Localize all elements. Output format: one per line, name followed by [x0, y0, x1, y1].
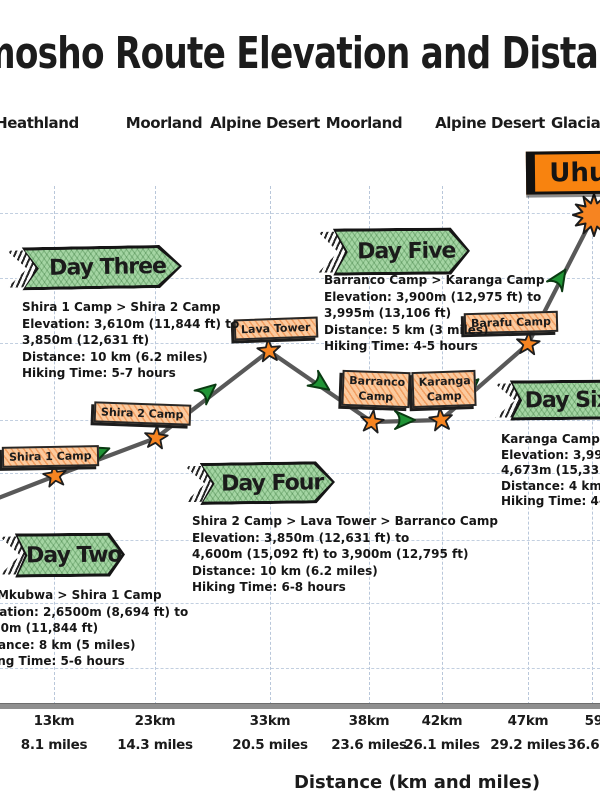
zone-label-glacial: Glacial [550, 114, 600, 132]
info-line: Barranco Camp > Karanga Camp [324, 273, 545, 287]
x-tick-33km: 33km 20.5 miles [232, 713, 308, 753]
info-line: Hiking Time: 4-5 hours [501, 494, 600, 508]
x-axis-title: Distance (km and miles) [293, 772, 541, 793]
tick-km: 33km [249, 713, 291, 729]
day-banner-two: Day Two [15, 533, 125, 578]
gridline-horizontal [0, 668, 600, 669]
info-line: Elevation: 2,6500m (8,694 ft) to [0, 604, 189, 619]
tick-miles: 23.6 miles [331, 737, 407, 753]
info-line: Elevation: 3,610m (11,844 ft) to [22, 316, 240, 331]
x-tick-59km: 59km 36.6 miles [567, 713, 600, 753]
page-title: Lemosho Route Elevation and Distance [0, 28, 600, 79]
tick-km: 59km [584, 713, 600, 729]
tick-km: 47km [507, 713, 549, 729]
zone-label-alpine-desert-2: Alpine Desert [435, 114, 545, 132]
gridline-horizontal [0, 213, 600, 214]
camp-label-barranco: Barranco Camp [341, 369, 411, 409]
info-line: Elevation: 3,900m (12,975 ft) to [324, 289, 542, 304]
day-six-info: Karanga Camp > Barafu Camp Elevation: 3,… [501, 432, 600, 510]
tick-miles: 29.2 miles [490, 737, 566, 753]
day-banner-title: Day Five [357, 238, 456, 265]
day-banner-three: Day Three [22, 245, 183, 291]
info-line: Karanga Camp > Barafu Camp [501, 432, 600, 446]
tick-miles: 20.5 miles [232, 737, 308, 753]
info-line: Hiking Time: 4-5 hours [324, 339, 478, 353]
info-line: 3,610m (11,844 ft) [0, 621, 99, 635]
x-tick-23km: 23km 14.3 miles [117, 713, 193, 753]
day-three-info: Shira 1 Camp > Shira 2 Camp Elevation: 3… [22, 299, 239, 382]
camp-label-lava-tower: Lava Tower [233, 316, 318, 341]
summit-star-uhuru [572, 193, 600, 237]
camp-label-shira1: Shira 1 Camp [1, 445, 99, 468]
tick-km: 13km [33, 713, 75, 729]
x-axis-line [0, 703, 600, 709]
summit-banner-label: Uhuru [549, 157, 600, 188]
info-line: Distance: 10 km (6.2 miles) [22, 349, 208, 364]
x-tick-47km: 47km 29.2 miles [490, 713, 566, 753]
info-line: Shira 2 Camp > Lava Tower > Barranco Cam… [192, 514, 498, 528]
direction-arrow [306, 369, 331, 391]
tick-miles: 26.1 miles [404, 737, 480, 753]
zone-label-moorland-1: Moorland [125, 114, 203, 132]
summit-banner: Uhuru [525, 150, 600, 195]
camp-star-shira2 [144, 425, 169, 450]
gridline-vertical [270, 186, 271, 705]
info-line: Hiking Time: 5-7 hours [22, 366, 176, 380]
info-line: Distance: 8 km (5 miles) [0, 637, 136, 652]
gridline-horizontal [0, 540, 600, 541]
tick-miles: 8.1 miles [20, 737, 88, 753]
x-tick-38km: 38km 23.6 miles [331, 713, 407, 753]
tick-km: 38km [348, 713, 390, 729]
zone-label-alpine-desert-1: Alpine Desert [210, 114, 320, 132]
info-line: Elevation: 3,995m (13,106 ft) to [501, 447, 600, 462]
x-tick-13km: 13km 8.1 miles [20, 713, 88, 753]
info-line: Hiking Time: 6-8 hours [192, 580, 346, 594]
camp-star-lava-tower [256, 338, 281, 363]
day-four-info: Shira 2 Camp > Lava Tower > Barranco Cam… [192, 513, 498, 596]
tick-miles: 36.6 miles [567, 737, 600, 753]
info-line: Shira 1 Camp > Shira 2 Camp [22, 300, 221, 314]
camp-label-karanga: Karanga Camp [411, 369, 477, 409]
day-banner-title: Day Six [524, 387, 600, 413]
day-two-info: Mti Mkubwa > Shira 1 Camp Elevation: 2,6… [0, 587, 188, 670]
x-tick-42km: 42km 26.1 miles [404, 713, 480, 753]
info-line: 3,995m (13,106 ft) [324, 306, 452, 320]
info-line: Mti Mkubwa > Shira 1 Camp [0, 588, 162, 602]
tick-km: 23km [134, 713, 176, 729]
tick-km: 42km [421, 713, 463, 729]
day-banner-five: Day Five [333, 227, 470, 275]
day-banner-six: Day Six [510, 380, 600, 421]
info-line: 3,850m (12,631 ft) [22, 333, 150, 347]
day-banner-four: Day Four [200, 461, 336, 505]
direction-arrow [193, 383, 217, 406]
info-line: Hiking Time: 5-6 hours [0, 654, 125, 668]
info-line: Distance: 4 km (2.5 miles) [501, 478, 600, 493]
info-line: Elevation: 3,850m (12,631 ft) to [192, 530, 410, 545]
info-line: 4,673m (15,331 ft) [501, 463, 600, 477]
gridline-horizontal [0, 603, 600, 604]
camp-label-shira2: Shira 2 Camp [93, 401, 191, 426]
info-line: Distance: 10 km (6.2 miles) [192, 563, 378, 578]
zone-label-heathland: Heathland [0, 114, 79, 132]
zone-label-moorland-2: Moorland [325, 114, 403, 132]
info-line: 4,600m (15,092 ft) to 3,900m (12,795 ft) [192, 547, 469, 561]
camp-star-karanga [428, 407, 453, 432]
day-banner-title: Day Four [220, 469, 324, 497]
info-line: Distance: 5 km (3 miles) [324, 322, 489, 337]
tick-miles: 14.3 miles [117, 737, 193, 753]
day-banner-title: Day Three [48, 253, 167, 281]
day-banner-title: Day Two [26, 542, 122, 568]
day-five-info: Barranco Camp > Karanga Camp Elevation: … [324, 272, 544, 355]
